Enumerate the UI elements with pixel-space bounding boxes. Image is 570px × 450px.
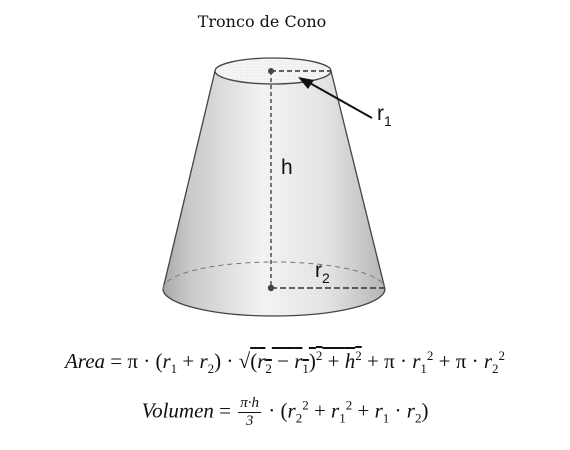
base-hidden-edge <box>162 261 386 290</box>
frustum-lateral-surface <box>162 70 386 317</box>
r1-arrowhead <box>298 77 314 89</box>
area-formula: Area = π · (r1 + r2) · √(r2 − r1)2 + h2 … <box>64 348 506 377</box>
r1-leader-line <box>307 81 373 119</box>
figure-title: Tronco de Cono <box>198 12 327 31</box>
volume-formula-lhs: Volumen <box>141 398 214 423</box>
volume-fraction: π·h 3 <box>238 395 261 430</box>
height-label: h <box>281 156 293 179</box>
volume-fraction-denominator: 3 <box>245 413 254 429</box>
volume-fraction-numerator: π·h <box>238 395 261 413</box>
r1-label: r1 <box>377 102 392 129</box>
r2-label: r2 <box>315 259 330 286</box>
volume-formula: Volumen = π·h 3 · (r22 + r12 + r1 · r2) <box>141 395 429 430</box>
top-center-point <box>268 68 274 74</box>
base-center-point <box>267 284 275 292</box>
r1-label-subscript: 1 <box>384 113 392 129</box>
r2-label-subscript: 2 <box>322 270 330 286</box>
area-formula-lhs: Area <box>64 349 106 373</box>
